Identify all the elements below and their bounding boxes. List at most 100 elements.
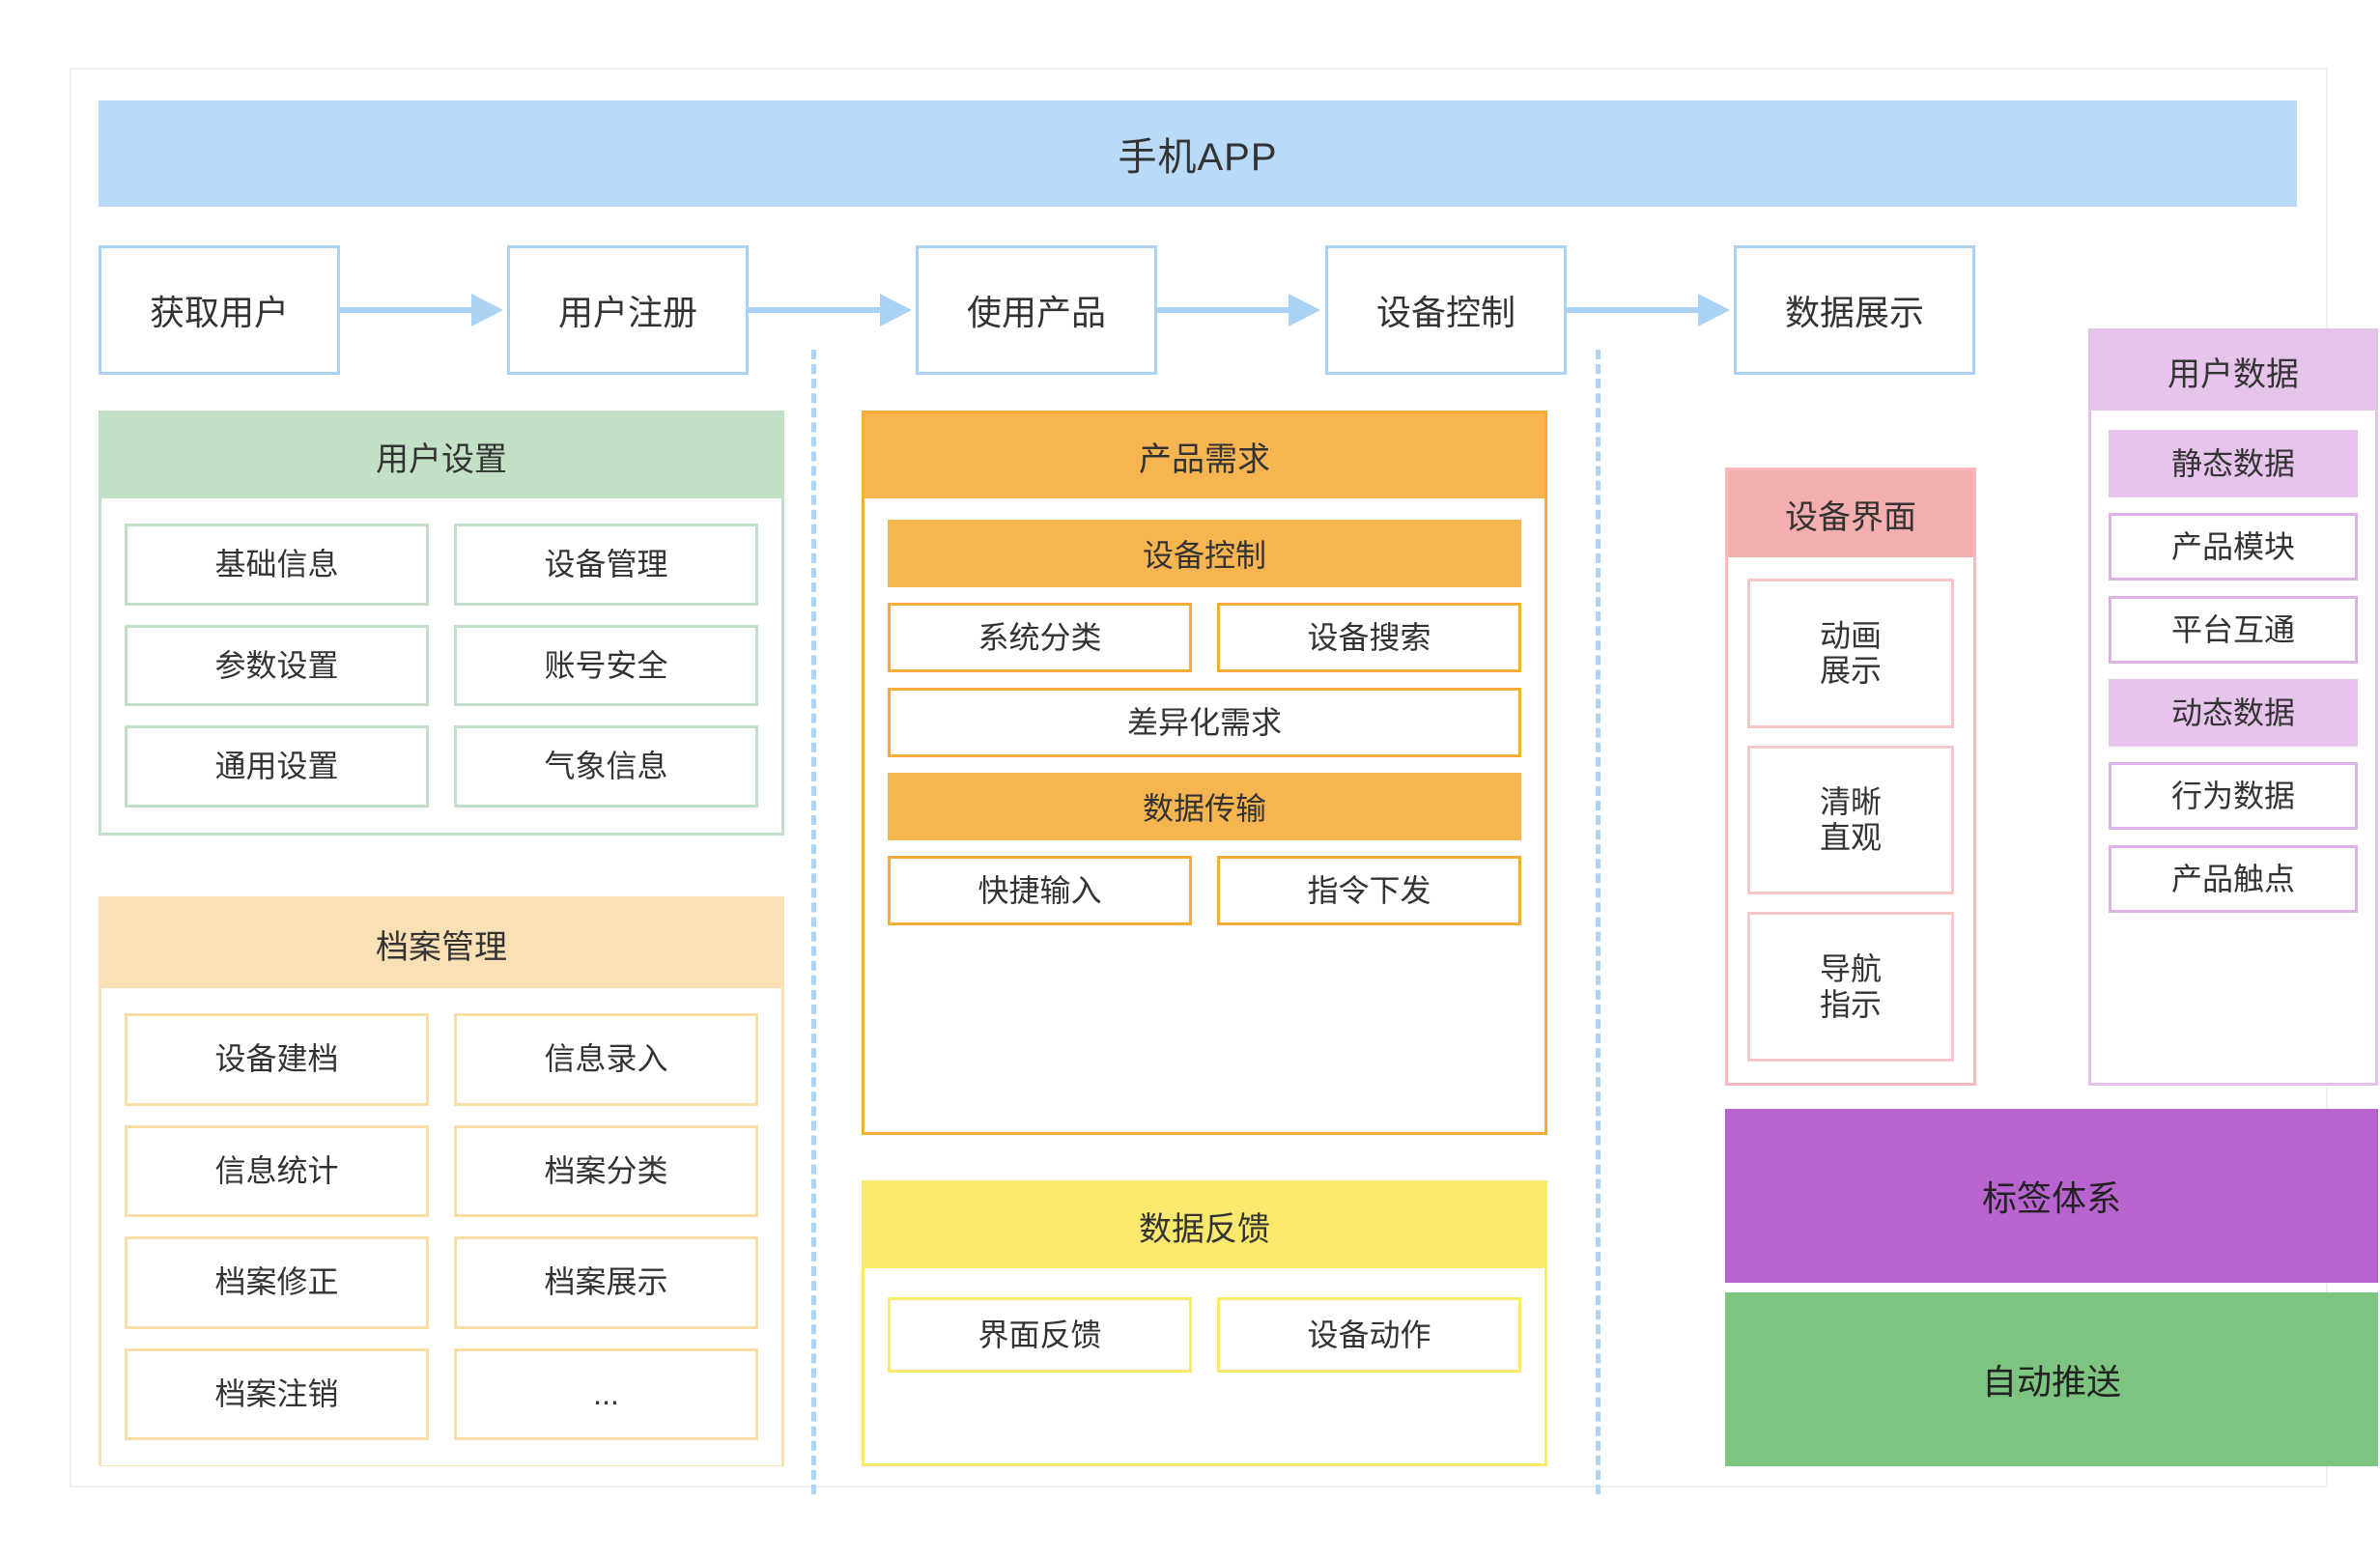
chip-label: 档案分类 [544, 1152, 668, 1188]
chip-item[interactable]: 产品模块 [2109, 513, 2358, 581]
chip-item[interactable]: 参数设置 [125, 624, 429, 707]
panel-title-text: 产品需求 [1139, 440, 1270, 478]
chip-item-more[interactable]: ... [454, 1347, 758, 1440]
chip-item[interactable]: 信息录入 [454, 1013, 758, 1106]
panel-auto-push-label: 自动推送 [1981, 1362, 2121, 1402]
chip-label: 设备建档 [214, 1041, 339, 1077]
chip-item[interactable]: 基础信息 [125, 524, 429, 606]
panel-user-data-title: 用户数据 [2091, 331, 2375, 411]
panel-device-interface-title: 设备界面 [1728, 470, 1973, 557]
chip-label: 设备搜索 [1307, 619, 1431, 655]
diagram-canvas: 手机APP 获取用户 用户注册 使用产品 设备控制 数据展示 [70, 68, 2378, 1494]
chip-group-dynamic-data[interactable]: 动态数据 [2109, 679, 2358, 747]
chip-item[interactable]: 平台互通 [2109, 596, 2358, 664]
flow-step-label: 设备控制 [1375, 293, 1516, 332]
flow-step-get-user[interactable]: 获取用户 [99, 245, 340, 375]
subgroup-data-transfer-header: 数据传输 [888, 773, 1521, 840]
chip-label: 参数设置 [214, 647, 339, 683]
flow-step-device-control[interactable]: 设备控制 [1325, 245, 1567, 375]
panel-title-text: 档案管理 [376, 928, 507, 966]
chip-label: 档案注销 [214, 1375, 339, 1411]
chip-label: 基础信息 [214, 546, 339, 581]
panel-auto-push[interactable]: 自动推送 [1725, 1292, 2378, 1466]
panel-archive-management-title: 档案管理 [101, 899, 781, 988]
column-divider-right [1596, 350, 1601, 1494]
panel-device-interface: 设备界面 动画展示 清晰直观 导航指示 [1725, 468, 1976, 1086]
panel-user-data: 用户数据 静态数据 产品模块 平台互通 动态数据 行为数据 产品触点 [2088, 328, 2378, 1086]
chip-item[interactable]: 信息统计 [125, 1124, 429, 1217]
panel-product-requirements: 产品需求 设备控制 系统分类 设备搜索 差异化需求 数据传输 快捷输入 指令下发 [862, 411, 1547, 1135]
flow-arrow-icon [340, 294, 507, 326]
chip-label: 行为数据 [2170, 778, 2295, 813]
chip-label: 界面反馈 [978, 1317, 1102, 1352]
flow-step-register[interactable]: 用户注册 [507, 245, 749, 375]
chip-item[interactable]: 设备管理 [454, 524, 758, 606]
chip-label: 平台互通 [2170, 611, 2295, 647]
app-banner-title: 手机APP [1118, 136, 1278, 179]
chip-label: 产品模块 [2170, 528, 2295, 564]
chip-label: 档案展示 [544, 1264, 668, 1300]
panel-user-settings-body: 基础信息 设备管理 参数设置 账号安全 通用设置 气象信息 [101, 498, 781, 833]
chip-item[interactable]: 设备动作 [1217, 1297, 1521, 1373]
chip-item[interactable]: 快捷输入 [888, 856, 1192, 925]
chip-label: 设备动作 [1307, 1317, 1431, 1352]
flow-arrow-icon [1567, 294, 1734, 326]
chip-item[interactable]: 档案分类 [454, 1124, 758, 1217]
chip-group-static-data[interactable]: 静态数据 [2109, 430, 2358, 497]
panel-product-requirements-title: 产品需求 [864, 413, 1544, 498]
chip-item[interactable]: 动画展示 [1747, 579, 1954, 728]
chip-item[interactable]: 系统分类 [888, 603, 1192, 672]
panel-user-data-body: 静态数据 产品模块 平台互通 动态数据 行为数据 产品触点 [2091, 411, 2375, 1083]
chip-label: 导航指示 [1819, 950, 1882, 1022]
chip-label: 设备管理 [544, 546, 668, 581]
flow-step-data-display[interactable]: 数据展示 [1734, 245, 1975, 375]
chip-item[interactable]: 设备搜索 [1217, 603, 1521, 672]
flow-step-use-product[interactable]: 使用产品 [916, 245, 1157, 375]
subgroup-device-control-items: 系统分类 设备搜索 [888, 603, 1521, 672]
flow-arrow-icon [1157, 294, 1324, 326]
chip-label: 动态数据 [2170, 694, 2295, 730]
flow-row: 获取用户 用户注册 使用产品 设备控制 数据展示 [99, 245, 2297, 375]
panel-data-feedback-title: 数据反馈 [864, 1183, 1544, 1268]
chip-item[interactable]: 通用设置 [125, 725, 429, 808]
subgroup-label: 数据传输 [1142, 791, 1266, 826]
chip-label: 气象信息 [544, 749, 668, 784]
panel-tag-system[interactable]: 标签体系 [1725, 1109, 2378, 1283]
chip-label: 静态数据 [2170, 445, 2295, 481]
chip-item[interactable]: 档案修正 [125, 1236, 429, 1329]
chip-item[interactable]: 行为数据 [2109, 762, 2358, 830]
chip-item[interactable]: 清晰直观 [1747, 745, 1954, 895]
chip-item[interactable]: 档案注销 [125, 1347, 429, 1440]
chip-label: 信息录入 [544, 1041, 668, 1077]
chip-label: ... [593, 1375, 619, 1411]
panel-device-interface-body: 动画展示 清晰直观 导航指示 [1728, 557, 1973, 1083]
panel-product-requirements-body: 设备控制 系统分类 设备搜索 差异化需求 数据传输 快捷输入 指令下发 [864, 498, 1544, 1132]
chip-item[interactable]: 账号安全 [454, 624, 758, 707]
chip-item[interactable]: 设备建档 [125, 1013, 429, 1106]
panel-data-feedback-body: 界面反馈 设备动作 [864, 1268, 1544, 1463]
chip-item[interactable]: 导航指示 [1747, 912, 1954, 1063]
chip-label: 清晰直观 [1819, 784, 1882, 855]
flow-step-label: 使用产品 [966, 293, 1106, 332]
chip-item-differentiated-requirement[interactable]: 差异化需求 [888, 688, 1521, 757]
chip-item[interactable]: 产品触点 [2109, 845, 2358, 913]
panel-user-settings-title: 用户设置 [101, 413, 781, 498]
chip-item[interactable]: 指令下发 [1217, 856, 1521, 925]
flow-step-label: 获取用户 [149, 293, 289, 332]
flow-step-label: 数据展示 [1784, 293, 1924, 332]
chip-label: 指令下发 [1307, 872, 1431, 908]
panel-archive-management-body: 设备建档 信息录入 信息统计 档案分类 档案修正 档案展示 档案注销 ... [101, 988, 781, 1465]
chip-item[interactable]: 界面反馈 [888, 1297, 1192, 1373]
chip-label: 信息统计 [214, 1152, 339, 1188]
chip-item[interactable]: 气象信息 [454, 725, 758, 808]
panel-archive-management: 档案管理 设备建档 信息录入 信息统计 档案分类 档案修正 档案展示 档案注销 … [99, 896, 784, 1466]
column-divider-left [811, 350, 816, 1494]
chip-label: 系统分类 [978, 619, 1102, 655]
chip-item[interactable]: 档案展示 [454, 1236, 758, 1329]
subgroup-label: 设备控制 [1142, 538, 1266, 573]
chip-label: 动画展示 [1819, 617, 1882, 689]
flow-step-label: 用户注册 [557, 293, 697, 332]
panel-title-text: 用户设置 [376, 440, 507, 478]
flow-arrow-icon [749, 294, 916, 326]
panel-title-text: 用户数据 [2168, 355, 2299, 393]
